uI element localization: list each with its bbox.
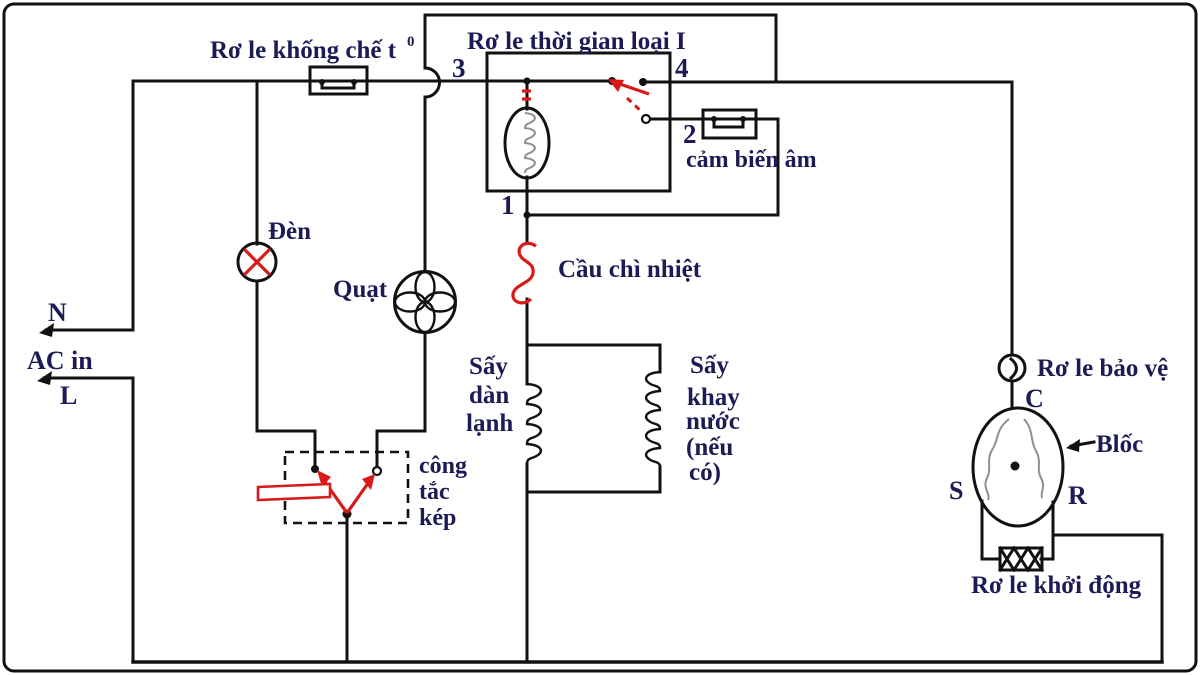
- switch-left-contact: [311, 465, 319, 473]
- tray-heater-line: Sấy: [690, 352, 729, 379]
- double-switch-label: công tắc kép: [419, 453, 467, 531]
- tray-heater-label: Sấy khay nước (nếu có): [686, 352, 740, 486]
- switch-arm-left-arrowhead-icon: [317, 470, 331, 487]
- timer-motor-icon: [503, 106, 551, 180]
- tray-heater-coil: [644, 370, 662, 468]
- ac-in-label: AC in: [27, 346, 93, 375]
- terminal-s-label: S: [949, 476, 963, 505]
- tray-heater-line: nước: [686, 408, 740, 435]
- switch-arm-right-arrowhead-icon: [362, 474, 375, 490]
- evaporator-heater-label: Sấy dàn lạnh: [466, 353, 513, 437]
- double-switch: công tắc kép: [256, 450, 467, 531]
- protective-relay-icon: [997, 353, 1027, 383]
- lamp-label: Đèn: [268, 218, 311, 245]
- sound-sensor-label: cảm biến âm: [686, 147, 817, 173]
- actuator-arrow-icon: [256, 482, 332, 502]
- thermostat-relay-label-sup: 0: [407, 34, 415, 50]
- thermal-fuse: Cầu chì nhiệt: [511, 241, 702, 305]
- junction-dot: [523, 77, 531, 85]
- terminal-3-label: 3: [452, 53, 466, 83]
- evaporator-heater-line: dàn: [469, 382, 509, 409]
- timer-relay: Rơ le thời gian loại I 3 4 2 1: [452, 28, 697, 220]
- start-relay-box: [998, 546, 1044, 572]
- l-arrowhead-icon: [37, 371, 52, 385]
- compressor-center-dot: [1010, 461, 1020, 471]
- bloc-arrowhead-icon: [1066, 439, 1080, 452]
- heaters: Sấy dàn lạnh Sấy khay nước (nếu có): [466, 352, 740, 486]
- wiring: [42, 13, 1164, 664]
- terminal-c-label: C: [1025, 384, 1044, 413]
- thermal-fuse-icon: [511, 241, 537, 305]
- sound-sensor: cảm biến âm: [686, 108, 817, 173]
- start-relay: Rơ le khởi động: [971, 545, 1142, 599]
- fan-blade: [414, 270, 436, 304]
- terminal-1-label: 1: [501, 190, 515, 220]
- timer-motor-coil: [523, 112, 536, 174]
- thermostat-contact-dot: [319, 79, 325, 85]
- compressor: C S R Blốc: [949, 384, 1143, 528]
- lamp: Đèn: [236, 218, 311, 283]
- fan-blade: [414, 300, 436, 334]
- fan-blade: [393, 291, 427, 313]
- compressor-icon: [971, 406, 1065, 528]
- sound-sensor-box: [701, 108, 758, 140]
- evaporator-heater-line: Sấy: [469, 353, 508, 380]
- lamp-x-mark: [242, 247, 272, 277]
- protective-relay: Rơ le bảo vệ: [997, 353, 1168, 383]
- terminal-2-label: 2: [683, 119, 697, 149]
- fan-label: Quạt: [333, 276, 388, 303]
- fan: Quạt: [333, 270, 457, 334]
- thermostat-relay-box: [308, 65, 369, 96]
- protective-relay-label: Rơ le bảo vệ: [1037, 355, 1168, 382]
- switch-right-contact: [371, 465, 383, 477]
- terminal-4-label: 4: [675, 53, 689, 83]
- double-switch-line: kép: [419, 505, 456, 531]
- sensor-contact-dot: [711, 116, 717, 122]
- thermostat-relay-label: Rơ le khống chế t: [210, 37, 397, 64]
- evaporator-heater-line: lạnh: [466, 410, 513, 437]
- n-label: N: [48, 298, 67, 327]
- switch-arm-open-dashed: [625, 96, 645, 115]
- lamp-icon: [236, 241, 278, 283]
- double-switch-line: công: [419, 453, 467, 479]
- double-switch-line: tắc: [419, 479, 450, 505]
- compressor-run-winding: [1023, 418, 1044, 499]
- terminal-2-contact: [640, 113, 652, 125]
- tray-heater-line: (nếu: [686, 434, 733, 461]
- start-relay-hatch: [997, 545, 1045, 573]
- wire-crossover-hop: [423, 66, 441, 99]
- thermostat-contact-dot: [351, 79, 357, 85]
- tray-heater-line: có): [689, 459, 721, 486]
- tray-heater-line: khay: [687, 384, 740, 411]
- evaporator-heater-coil: [525, 382, 543, 465]
- start-relay-label: Rơ le khởi động: [971, 572, 1142, 599]
- protective-relay-bimetal: [1008, 356, 1018, 381]
- terminal-r-label: R: [1068, 481, 1087, 510]
- thermostat-relay: Rơ le khống chế t 0: [210, 34, 415, 96]
- l-label: L: [60, 381, 77, 410]
- terminal-4-contact: [639, 78, 647, 86]
- fan-blade: [423, 291, 457, 313]
- junction-dot: [523, 211, 531, 219]
- sensor-contact-dot: [740, 116, 746, 122]
- compressor-start-winding: [984, 418, 1010, 501]
- timer-relay-label: Rơ le thời gian loại I: [467, 28, 686, 55]
- timer-relay-box: [485, 51, 672, 193]
- thermal-fuse-label: Cầu chì nhiệt: [558, 256, 702, 283]
- compressor-label: Blốc: [1096, 431, 1143, 458]
- n-arrowhead-icon: [39, 323, 54, 337]
- switch-arm-arrowhead-icon: [608, 79, 624, 92]
- ac-input: N AC in L: [27, 298, 93, 410]
